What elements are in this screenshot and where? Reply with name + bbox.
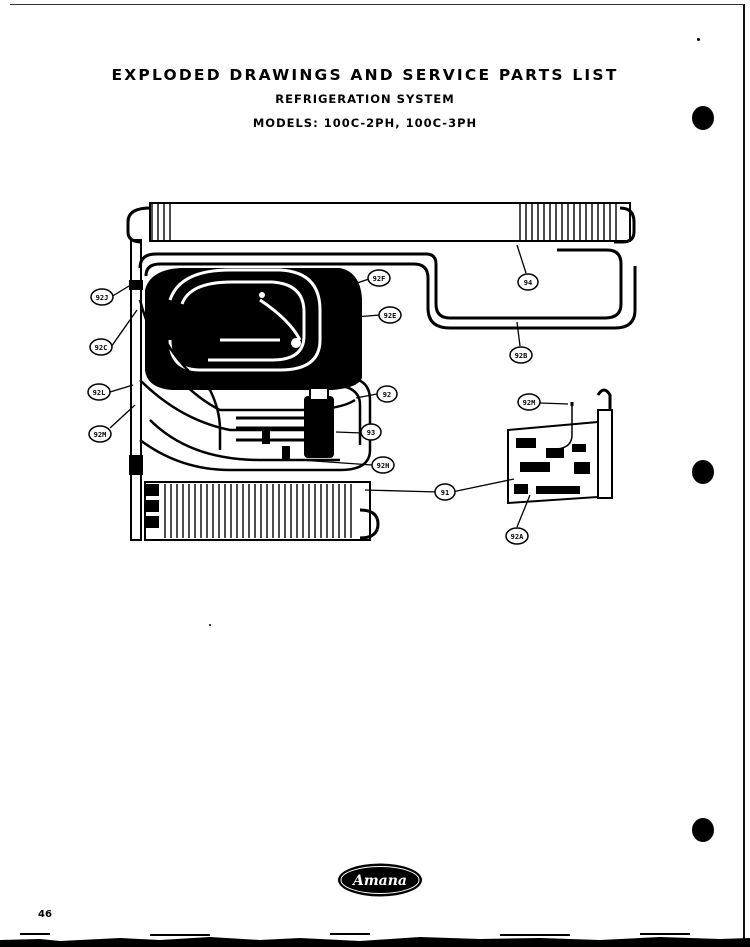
suction-line xyxy=(138,299,372,472)
page-subtitle: REFRIGERATION SYSTEM xyxy=(275,92,455,106)
page-title: EXPLODED DRAWINGS AND SERVICE PARTS LIST xyxy=(111,66,619,84)
callout-92c: 92C xyxy=(89,338,113,356)
svg-text:92F: 92F xyxy=(373,275,386,283)
models-line: MODELS: 100C-2PH, 100C-3PH xyxy=(252,116,478,130)
callout-94: 94 xyxy=(517,273,539,291)
callout-92j: 92J xyxy=(90,288,114,306)
bottom-condenser xyxy=(144,481,380,541)
svg-text:92L: 92L xyxy=(93,389,106,397)
svg-text:92B: 92B xyxy=(515,352,528,360)
svg-text:93: 93 xyxy=(367,429,375,437)
svg-text:92M: 92M xyxy=(94,431,107,439)
callout-91: 91 xyxy=(434,483,456,501)
callout-92e: 92E xyxy=(378,306,402,324)
compressor xyxy=(145,268,362,390)
callout-93: 93 xyxy=(360,423,382,441)
callout-92m-right: 92M xyxy=(517,393,541,411)
page-number: 46 xyxy=(38,909,52,920)
callout-92h: 92H xyxy=(371,456,395,474)
binder-hole-bottom xyxy=(692,818,714,842)
amana-logo: Amana xyxy=(338,863,422,897)
leader-lines xyxy=(109,244,569,528)
svg-text:94: 94 xyxy=(524,279,532,287)
scan-edge xyxy=(0,933,750,947)
callout-92: 92 xyxy=(376,385,398,403)
binder-hole-middle xyxy=(692,460,714,484)
svg-text:92: 92 xyxy=(383,391,391,399)
speck xyxy=(697,38,700,41)
svg-text:91: 91 xyxy=(441,489,449,497)
svg-text:92M: 92M xyxy=(523,399,536,407)
svg-text:92J: 92J xyxy=(96,294,109,302)
svg-text:92C: 92C xyxy=(95,344,108,352)
svg-text:92H: 92H xyxy=(377,462,390,470)
callout-92b: 92B xyxy=(509,346,533,364)
callout-92m-left: 92M xyxy=(88,425,112,443)
binder-hole-top xyxy=(692,106,714,130)
amana-logo-text: Amana xyxy=(351,873,407,889)
top-condenser xyxy=(126,202,636,244)
discharge-tube xyxy=(138,248,637,330)
svg-text:92A: 92A xyxy=(511,533,524,541)
callout-92l: 92L xyxy=(87,383,111,401)
page-frame xyxy=(10,4,745,941)
svg-text:92E: 92E xyxy=(384,312,397,320)
callout-92a: 92A xyxy=(505,527,529,545)
callout-92f: 92F xyxy=(367,269,391,287)
filter-drier xyxy=(236,387,334,460)
left-header-pipe xyxy=(129,239,143,541)
electrical-bracket xyxy=(507,388,613,505)
